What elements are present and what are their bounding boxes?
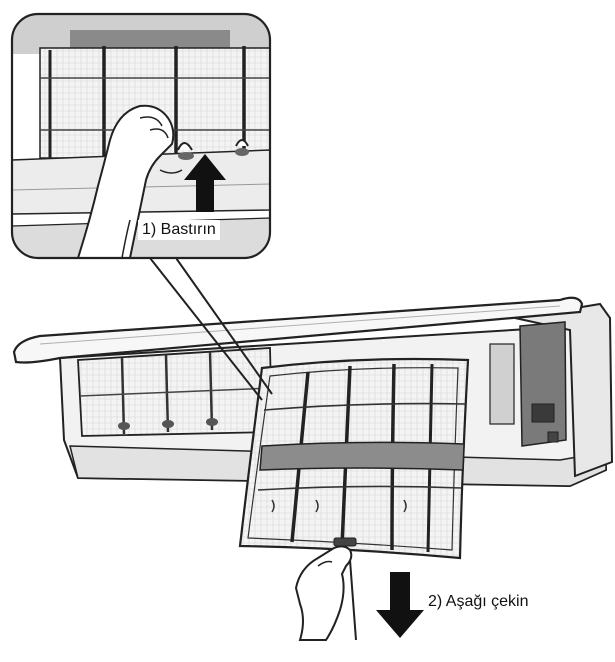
left-filter-installed bbox=[77, 347, 273, 437]
step-2-label: 2) Aşağı çekin bbox=[428, 593, 529, 610]
front-panel-cover bbox=[12, 296, 584, 364]
hand-pressing-icon bbox=[76, 104, 175, 258]
air-filter-removed bbox=[238, 357, 470, 560]
hand-pulling-icon bbox=[294, 545, 357, 641]
step-1-label: 1) Bastırın bbox=[138, 220, 220, 240]
up-arrow-icon bbox=[184, 154, 226, 212]
down-arrow-icon bbox=[376, 572, 424, 638]
